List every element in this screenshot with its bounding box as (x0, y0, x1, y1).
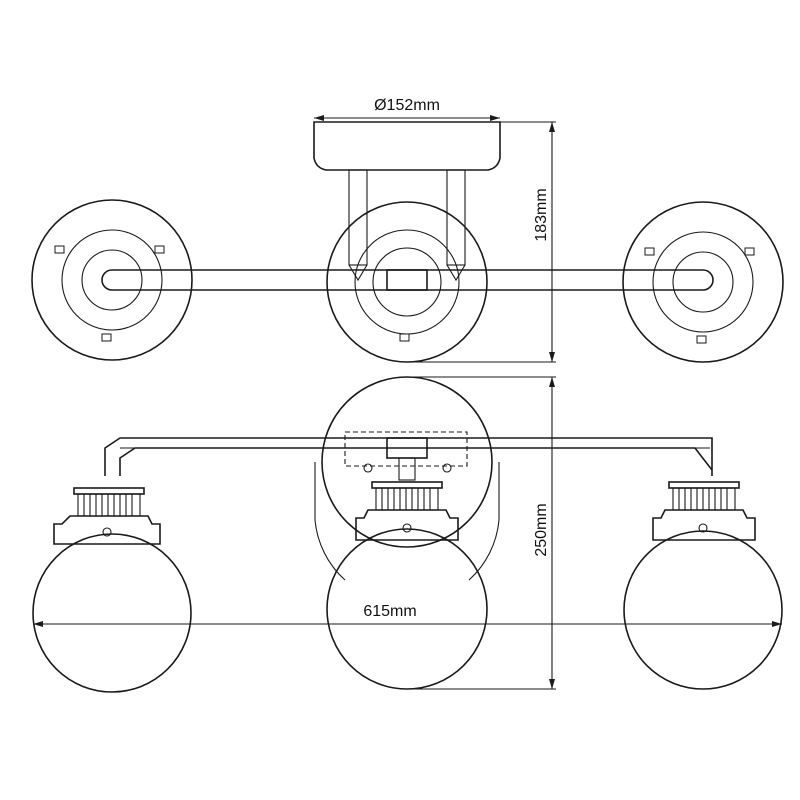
right-shade (623, 481, 783, 690)
left-top-plate (31, 199, 193, 361)
front-view: 615mm 250mm (32, 376, 783, 693)
center-plate-screw (399, 333, 410, 342)
top-height-dimension: 183mm (407, 121, 556, 363)
top-center-connector (386, 269, 428, 291)
top-height-label: 183mm (533, 188, 550, 241)
top-view: Ø152mm 183mm (31, 97, 784, 363)
top-canopy-plate (313, 121, 501, 171)
canopy-diameter-dimension: Ø152mm (314, 97, 500, 121)
right-top-plate (622, 201, 784, 363)
overall-width-dimension: 615mm (33, 603, 782, 627)
front-back-plate (314, 376, 500, 581)
center-shade (326, 481, 488, 690)
top-mounting-rods (348, 169, 466, 282)
canopy-diameter-label: Ø152mm (374, 97, 440, 114)
top-arm-bar (101, 269, 714, 291)
front-height-dimension: 250mm (407, 376, 556, 690)
center-top-plate (326, 201, 488, 363)
overall-width-label: 615mm (363, 603, 416, 620)
front-arm (104, 437, 713, 481)
front-height-label: 250mm (533, 503, 550, 556)
left-shade (32, 487, 192, 693)
